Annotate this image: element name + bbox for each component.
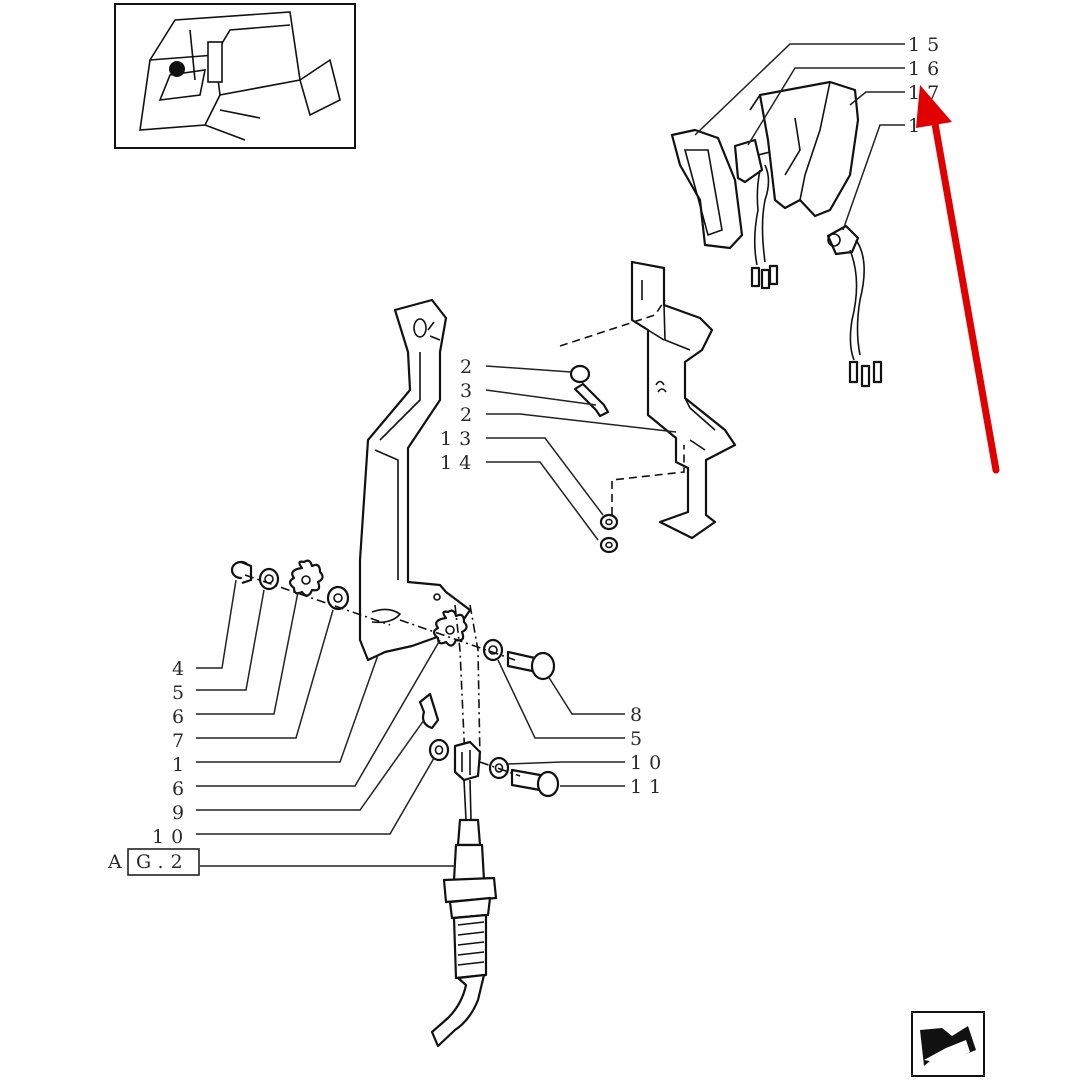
callout-4: 4 <box>172 658 191 680</box>
leader-lines-left <box>196 579 456 867</box>
clevis-pin <box>510 768 560 798</box>
pivot-bolt <box>506 650 556 681</box>
reference-prefix: A <box>107 851 129 873</box>
flat-washer <box>326 585 350 611</box>
tractor-cab-location-thumbnail <box>114 3 356 149</box>
callout-9: 9 <box>172 802 191 824</box>
pin-axis-line <box>479 761 521 777</box>
callout-16: 16 <box>908 58 946 80</box>
control-cable <box>430 779 498 1048</box>
callout-13: 13 <box>440 428 478 450</box>
leader-lines-top <box>694 43 905 231</box>
red-annotation-arrow <box>916 85 1000 474</box>
callout-labels-left: 4 5 6 7 1 6 9 10 <box>152 658 191 848</box>
leader-lines-mid <box>485 365 677 541</box>
pivot-axis-line <box>244 574 391 626</box>
callout-6: 6 <box>172 706 191 728</box>
callout-10b: 10 <box>630 752 668 774</box>
callout-7: 7 <box>172 730 191 752</box>
retaining-clip <box>418 692 440 730</box>
bolt-axis-line <box>559 299 666 347</box>
bracket-nut <box>599 536 619 554</box>
next-page-arrow-icon[interactable] <box>911 1011 985 1077</box>
callout-6b: 6 <box>172 778 191 800</box>
clevis-axis-line <box>454 604 466 761</box>
gear-lever-arm <box>358 298 472 662</box>
pivot-axis-line-right <box>399 619 516 661</box>
callout-labels-right: 8 5 10 11 <box>630 704 668 798</box>
rocker-switch <box>733 138 779 290</box>
pivot-washer <box>482 638 504 662</box>
callout-11: 11 <box>630 776 668 798</box>
reference-box <box>127 848 200 876</box>
callout-5b: 5 <box>630 728 649 750</box>
callout-15: 15 <box>908 34 946 56</box>
bracket-washer <box>599 513 619 531</box>
switch-housing <box>749 80 860 218</box>
mounting-bracket <box>630 260 737 540</box>
callout-2b: 2 <box>460 404 479 426</box>
clevis-axis-line-2 <box>469 604 481 761</box>
reference-callout: A G.2 <box>107 848 200 876</box>
callout-5: 5 <box>172 682 191 704</box>
callout-8: 8 <box>630 704 649 726</box>
callout-1: 1 <box>172 754 191 776</box>
reference-code: G.2 <box>136 851 190 873</box>
callout-10: 10 <box>152 826 190 848</box>
pivot-washer <box>258 567 280 591</box>
callout-2: 2 <box>460 356 479 378</box>
switch-cover-plate <box>670 128 744 250</box>
indicator-lamp <box>826 224 883 388</box>
pivot-cap <box>230 560 253 585</box>
callout-3: 3 <box>460 380 479 402</box>
callout-labels-mid: 2 3 2 13 14 <box>440 356 479 474</box>
clevis-washer <box>428 738 450 762</box>
callout-14: 14 <box>440 452 478 474</box>
nut-axis-line <box>611 445 685 515</box>
bracket-bolt <box>569 364 610 418</box>
spring-washer <box>288 559 324 597</box>
cable-clevis <box>453 740 482 782</box>
spring-washer <box>432 609 468 647</box>
leader-lines-right <box>497 659 625 787</box>
